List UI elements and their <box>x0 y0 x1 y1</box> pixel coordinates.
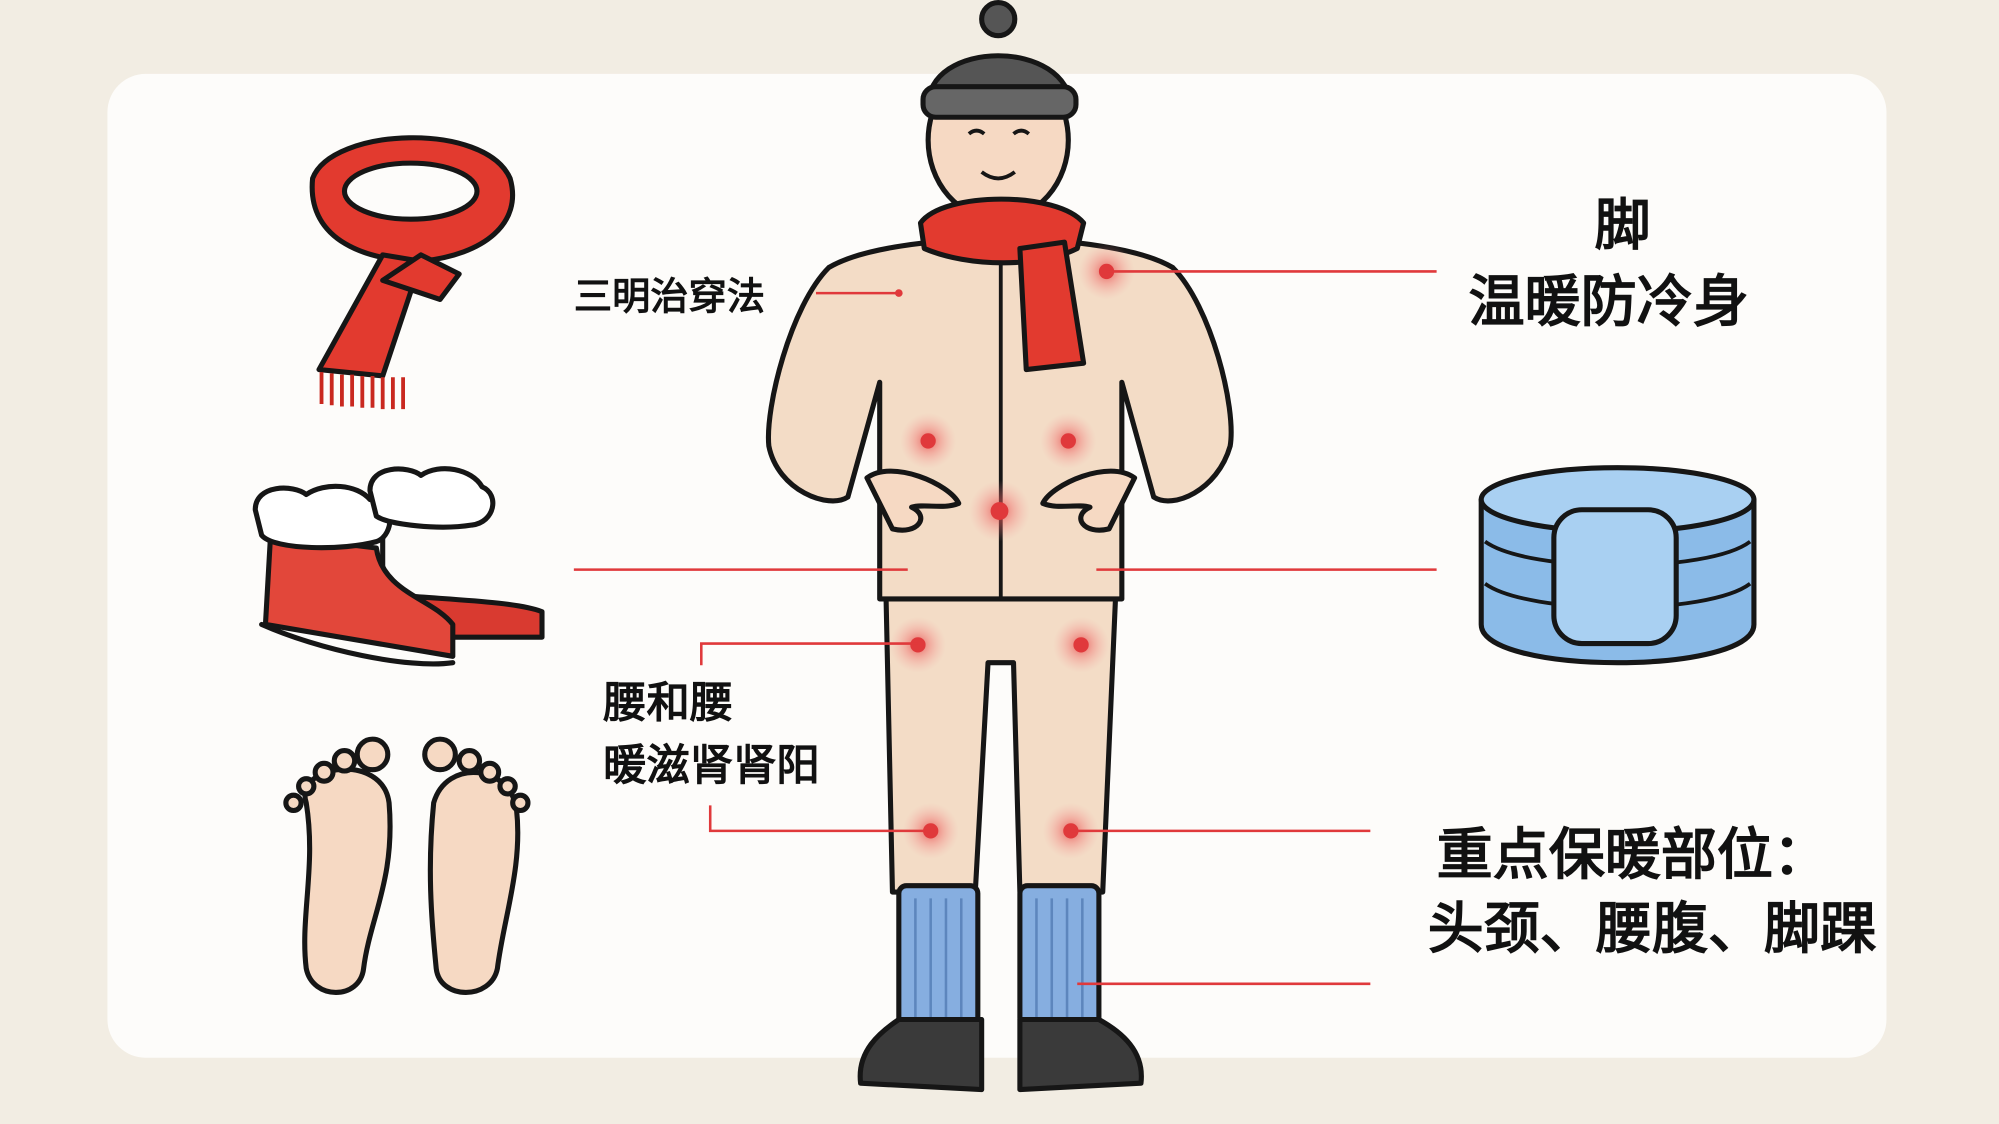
warm-spot-belly-right <box>1040 412 1097 469</box>
right-sock <box>1017 883 1102 1029</box>
leader-lines <box>573 270 1437 986</box>
label-feet-title: 脚 <box>1595 194 1651 259</box>
waist-belt-icon <box>1478 465 1757 666</box>
label-key-areas-line2: 头颈、腰腹、脚踝 <box>1428 897 1877 962</box>
label-waist-line2: 暖滋肾肾阳 <box>603 741 820 791</box>
warm-spot-belly-left <box>900 412 957 469</box>
right-hand <box>1040 468 1138 533</box>
scarf-icon <box>309 135 516 410</box>
boots-icon <box>252 466 545 667</box>
warm-spot-knee-left <box>902 802 959 859</box>
warm-spot-hip-right <box>1053 616 1110 673</box>
warm-spot-navel <box>968 480 1031 542</box>
label-sandwich-method: 三明治穿法 <box>574 276 765 320</box>
label-waist-line1: 腰和腰 <box>602 678 733 728</box>
right-shoe <box>1017 1016 1144 1093</box>
left-sock <box>896 883 981 1029</box>
left-shoe <box>857 1016 985 1093</box>
left-hand <box>864 468 962 533</box>
label-key-areas-line1: 重点保暖部位： <box>1437 823 1829 888</box>
person-illustration <box>765 0 1234 1093</box>
feet-icon <box>283 736 531 995</box>
label-feet-subtitle: 温暖防冷身 <box>1468 270 1748 335</box>
